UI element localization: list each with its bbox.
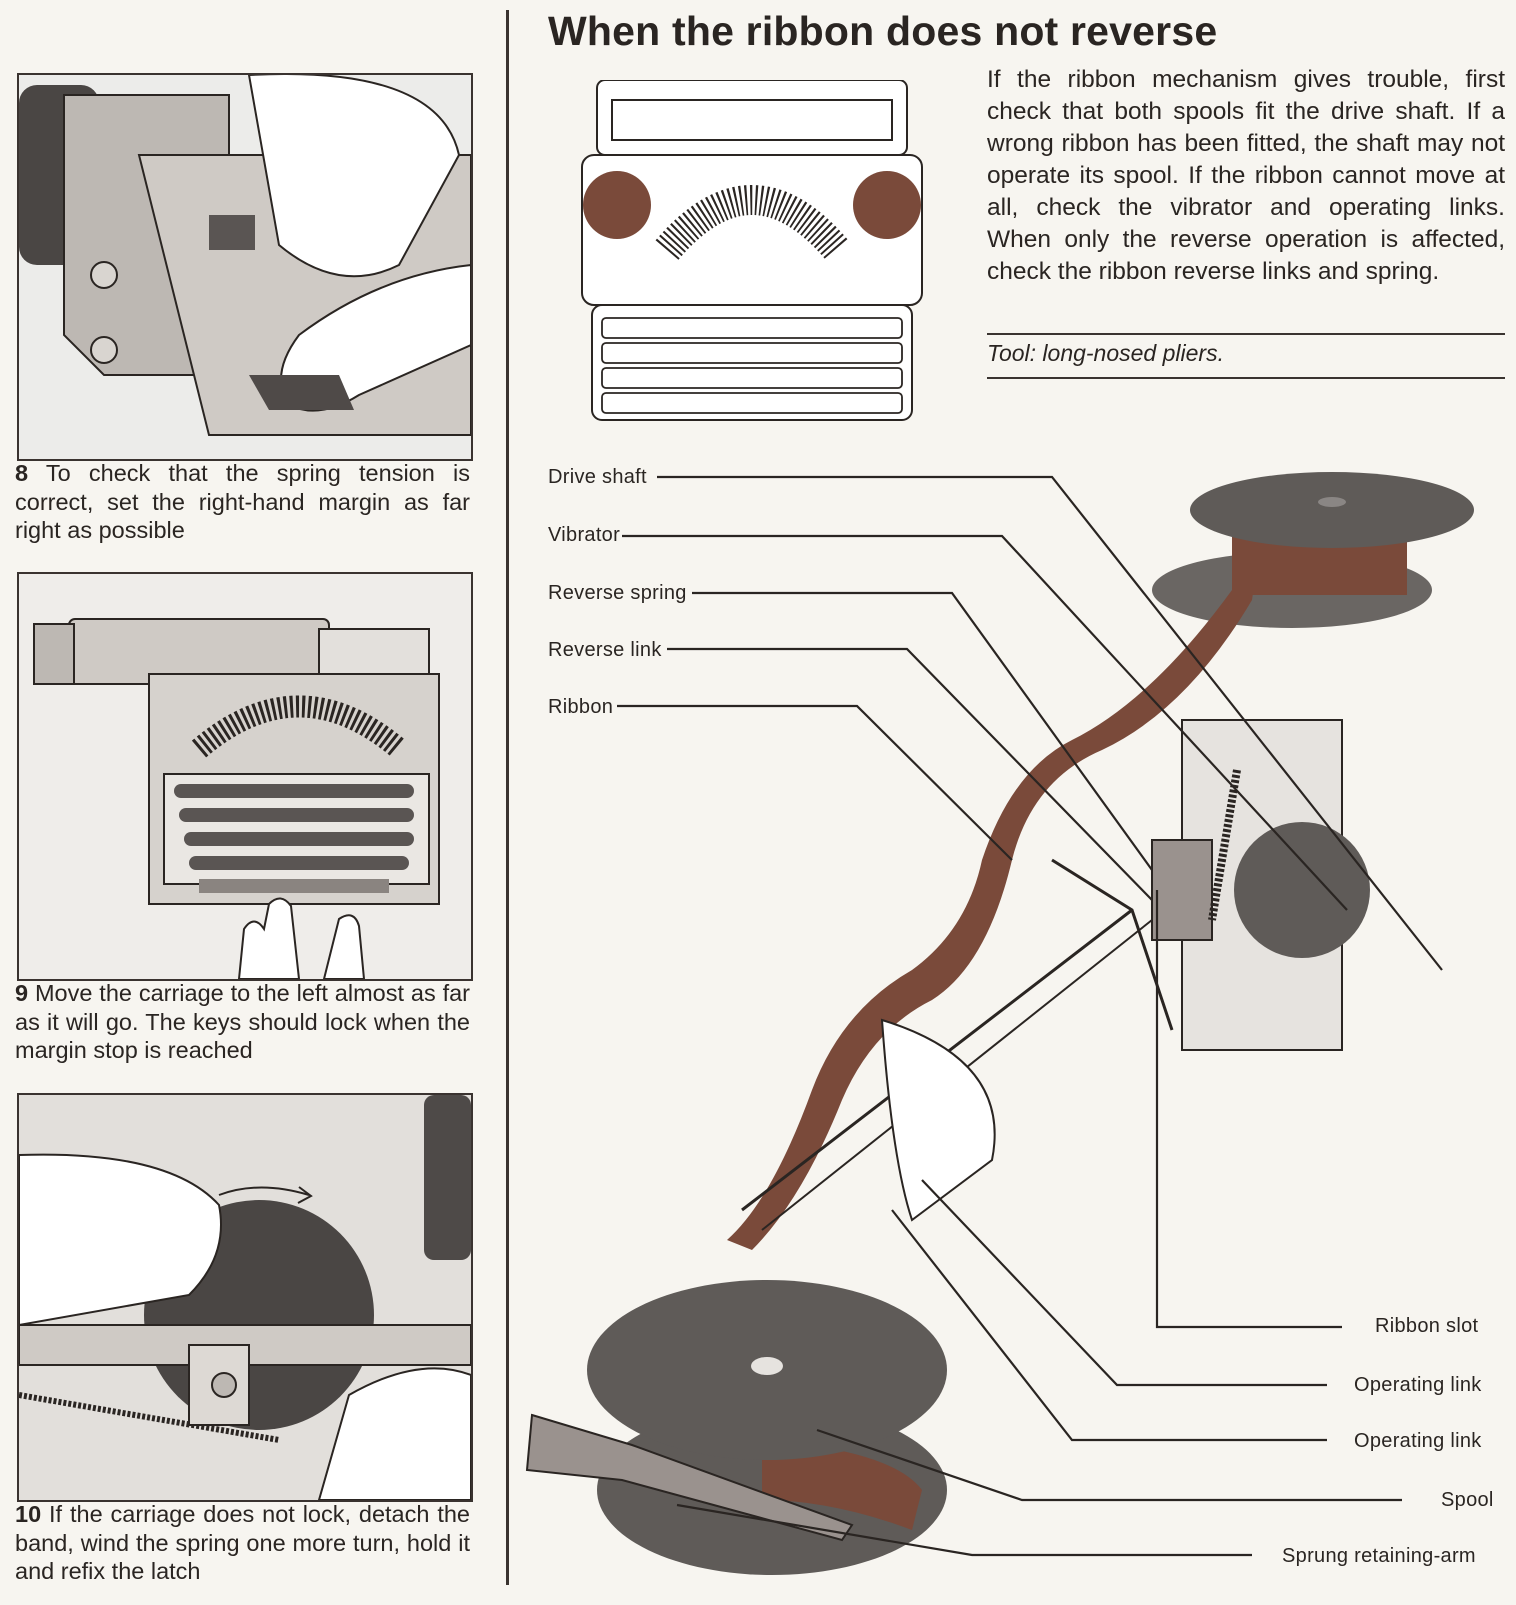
rule-top <box>987 333 1505 335</box>
section-heading: When the ribbon does not reverse <box>548 8 1218 54</box>
step-text: If the carriage does not lock, detach th… <box>15 1501 470 1584</box>
label-ribbon-slot: Ribbon slot <box>1375 1315 1479 1337</box>
step-8-caption: 8 To check that the spring tension is co… <box>15 459 470 545</box>
typewriter-hand-illustration <box>19 574 471 979</box>
step-8-illustration <box>17 73 473 461</box>
label-vibrator: Vibrator <box>548 524 621 546</box>
step-number: 9 <box>15 980 29 1006</box>
ribbon-mechanism-diagram <box>512 440 1516 1600</box>
label-reverse-link: Reverse link <box>548 639 662 661</box>
margin-stop-illustration <box>19 75 471 459</box>
step-9-caption: 9 Move the carriage to the left almost a… <box>15 979 470 1065</box>
step-10-illustration <box>17 1093 473 1502</box>
label-operating-link-2: Operating link <box>1354 1430 1482 1452</box>
step-number: 8 <box>15 460 29 486</box>
label-operating-link-1: Operating link <box>1354 1374 1482 1396</box>
label-drive-shaft: Drive shaft <box>548 466 647 488</box>
typewriter-top-view <box>581 79 923 421</box>
spring-winding-illustration <box>19 1095 471 1500</box>
step-text: Move the carriage to the left almost as … <box>15 980 471 1063</box>
label-spool: Spool <box>1441 1489 1494 1511</box>
step-number: 10 <box>15 1501 42 1527</box>
tool-note: Tool: long-nosed pliers. <box>987 340 1224 366</box>
label-sprung-retaining-arm: Sprung retaining-arm <box>1282 1545 1476 1567</box>
label-reverse-spring: Reverse spring <box>548 582 687 604</box>
typewriter-overview <box>572 79 932 425</box>
label-ribbon: Ribbon <box>548 696 614 718</box>
rule-bottom <box>987 377 1505 379</box>
mechanism-illustration <box>525 472 1474 1575</box>
step-9-illustration <box>17 572 473 981</box>
step-text: To check that the spring tension is corr… <box>15 460 470 543</box>
intro-text: If the ribbon mechanism gives trouble, f… <box>987 66 1505 285</box>
column-divider <box>506 10 509 1585</box>
step-10-caption: 10 If the carriage does not lock, detach… <box>15 1500 470 1586</box>
